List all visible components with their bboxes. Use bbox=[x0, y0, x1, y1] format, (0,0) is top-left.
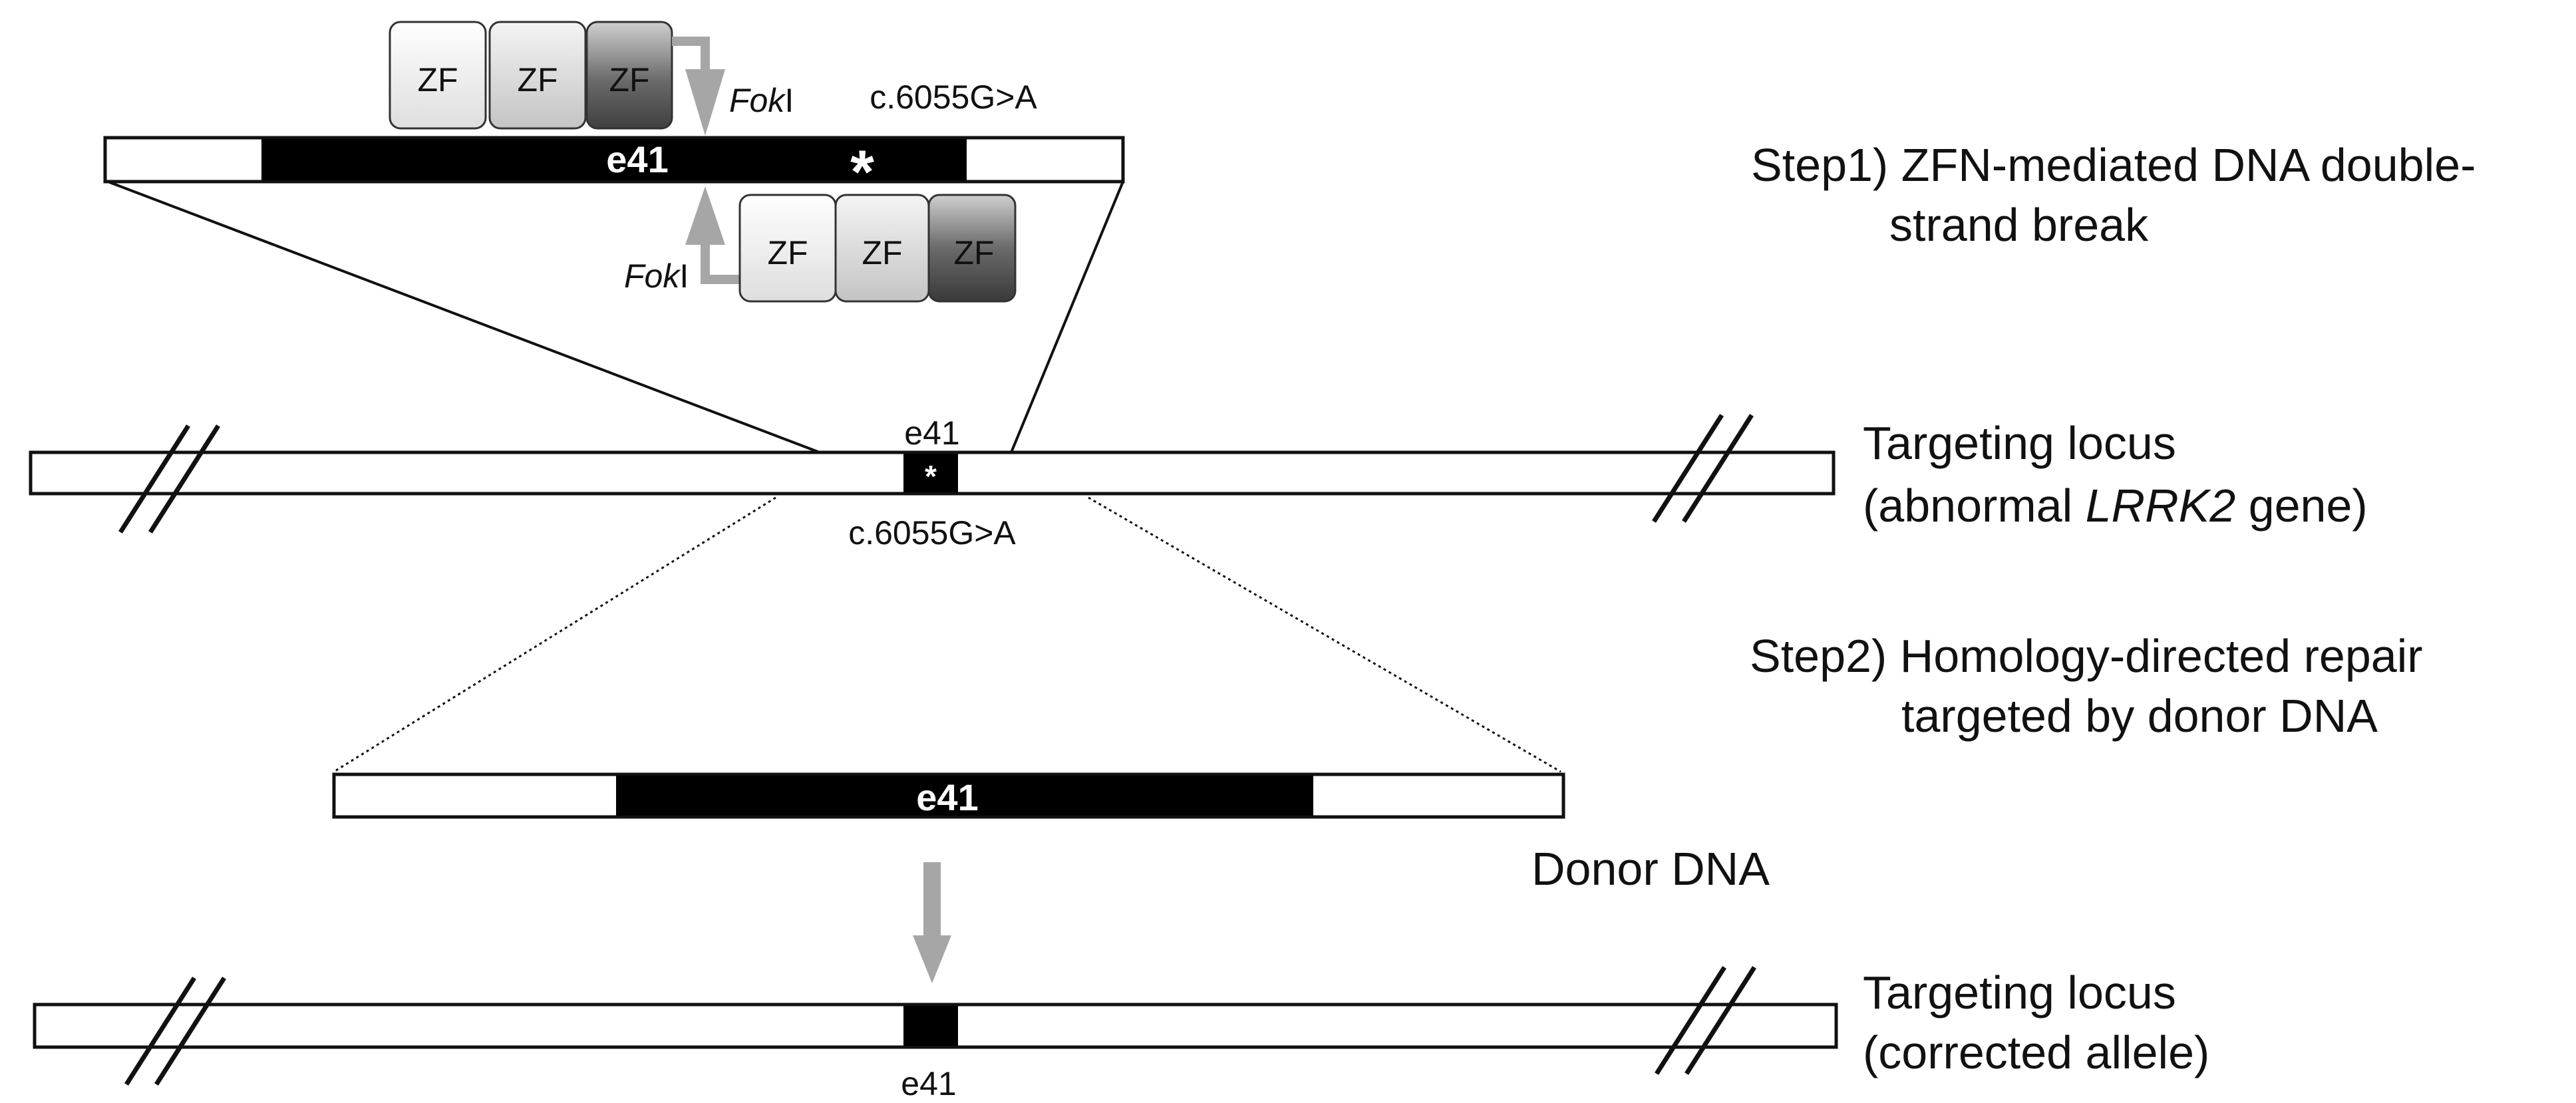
locus-label-line2: (abnormal LRRK2 gene) bbox=[1863, 480, 2368, 532]
targeting-locus-corrected: e41 bbox=[33, 966, 1838, 1102]
zfn-top: ZF ZF ZF FokI c.6055G>A bbox=[389, 21, 1037, 136]
zf-label-top-3: ZF bbox=[609, 61, 649, 98]
corrected-break-mark-left-1 bbox=[124, 977, 196, 1086]
fokI-cleavage-arrow-bottom-icon bbox=[685, 186, 725, 245]
donor-exon-block bbox=[616, 776, 1313, 816]
zf-domain-bottom-3 bbox=[927, 194, 1017, 303]
locus-mutation-label: c.6055G>A bbox=[848, 514, 1016, 552]
locus-break-mark-left-2 bbox=[148, 424, 220, 534]
step2-label-line1: Step2) Homology-directed repair bbox=[1750, 630, 2423, 682]
locus-exon-block bbox=[903, 454, 958, 492]
corrected-break-mark-left-2 bbox=[154, 977, 226, 1086]
fokI-cleavage-arrow-top-icon bbox=[685, 69, 725, 136]
step2-label-line2: targeted by donor DNA bbox=[1901, 690, 2378, 742]
locus-break-mark-right-2 bbox=[1682, 414, 1754, 523]
step1-label-line2: strand break bbox=[1889, 199, 2149, 251]
corrected-label-line2: (corrected allele) bbox=[1863, 1026, 2209, 1078]
corrected-break-mark-right-1 bbox=[1655, 966, 1726, 1075]
zf-label-top-1: ZF bbox=[417, 61, 458, 98]
fokI-label-bottom: FokI bbox=[624, 257, 689, 295]
locus-exon-label: e41 bbox=[904, 414, 959, 452]
targeting-locus-abnormal: * e41 c.6055G>A bbox=[29, 414, 1836, 773]
zf-domain-top-1 bbox=[389, 21, 487, 130]
repair-arrow-icon bbox=[913, 862, 951, 983]
zf-domain-top-2 bbox=[488, 21, 587, 130]
zoom-exon-block bbox=[261, 139, 967, 180]
fokI-linker-bottom bbox=[701, 241, 740, 284]
fokI-label-top: FokI bbox=[729, 82, 794, 119]
corrected-break-mark-right-2 bbox=[1685, 966, 1756, 1075]
zf-domain-top-3 bbox=[585, 21, 673, 130]
locus-mutation-marker: * bbox=[925, 459, 937, 494]
homology-line-right bbox=[1088, 496, 1561, 773]
donor-dna: e41 bbox=[332, 772, 1565, 819]
mutation-label-top: c.6055G>A bbox=[870, 79, 1037, 116]
zf-label-top-2: ZF bbox=[517, 61, 558, 98]
corrected-exon-label: e41 bbox=[901, 1065, 956, 1102]
zoom-line-left bbox=[107, 180, 820, 454]
locus-label-line1: Targeting locus bbox=[1863, 417, 2176, 469]
locus-break-mark-right-1 bbox=[1652, 414, 1724, 523]
homology-line-left bbox=[333, 496, 776, 773]
zf-label-bottom-2: ZF bbox=[862, 234, 902, 271]
zf-label-bottom-3: ZF bbox=[953, 234, 994, 271]
locus-break-mark-left-1 bbox=[118, 424, 190, 534]
zoom-line-right bbox=[1010, 181, 1124, 453]
donor-exon-label: e41 bbox=[916, 776, 978, 818]
step1-label-line1: Step1) ZFN-mediated DNA double- bbox=[1751, 139, 2476, 191]
donor-label: Donor DNA bbox=[1531, 843, 1770, 895]
fokI-linker-top bbox=[672, 37, 710, 73]
corrected-label-line1: Targeting locus bbox=[1863, 967, 2176, 1019]
zoom-exon-label: e41 bbox=[606, 138, 668, 180]
zf-label-bottom-1: ZF bbox=[767, 234, 808, 271]
corrected-exon-block bbox=[903, 1006, 958, 1046]
zfn-bottom: ZF ZF ZF FokI bbox=[624, 186, 1017, 303]
